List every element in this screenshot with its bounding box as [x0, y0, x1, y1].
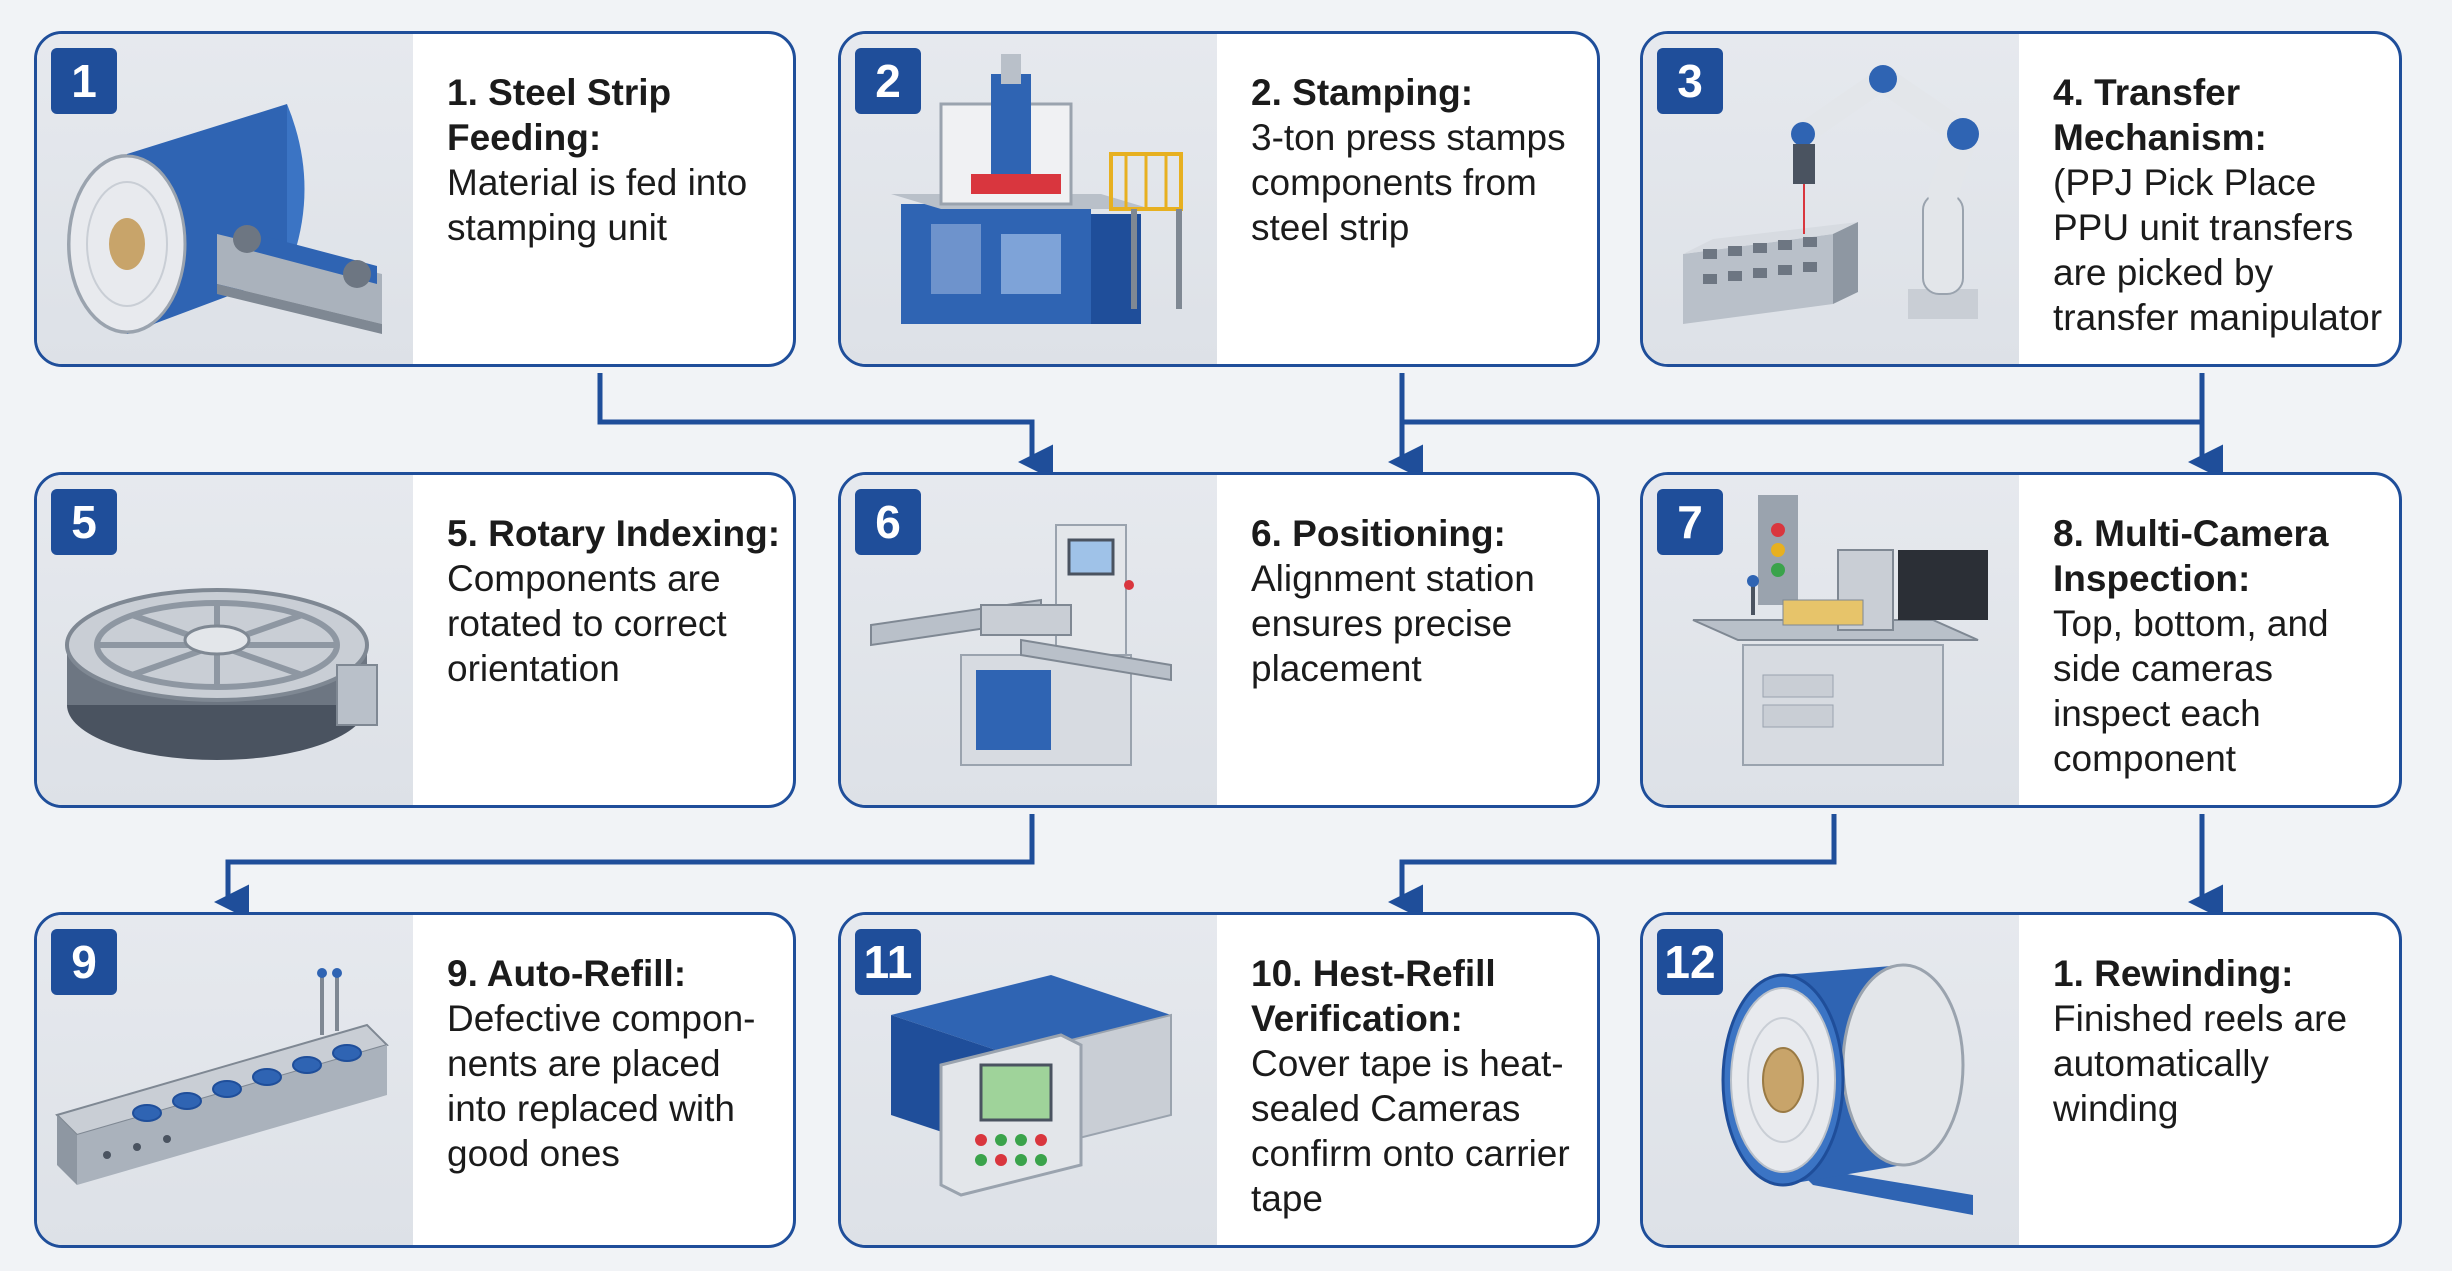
step-title: 2. Stamping: [1251, 72, 1474, 113]
step-number-badge: 5 [51, 489, 117, 555]
step-number-badge: 1 [51, 48, 117, 114]
step-number-badge: 7 [1657, 489, 1723, 555]
step-card-2: 2 2. Stamping: 3-ton press stamps compon… [838, 31, 1600, 367]
step-title: 6. Positioning: [1251, 513, 1506, 554]
step-description: Material is fed into stamping unit [447, 162, 748, 248]
step-text: 1. Rewinding: Finished reels are automat… [2053, 951, 2391, 1131]
step-text: 10. Hest-Refill Verification: Cover tape… [1251, 951, 1589, 1221]
step-description: Top, bottom, and side cameras inspect ea… [2053, 603, 2329, 779]
arrow-2-to-7 [1402, 419, 2223, 480]
step-description: 3-ton press stamps components from steel… [1251, 117, 1566, 248]
arrow-7-to-11 [1388, 814, 1837, 920]
step-text: 4. Transfer Mechanism: (PPJ Pick Place P… [2053, 70, 2391, 340]
step-number-badge: 11 [855, 929, 921, 995]
step-text: 8. Multi-Camera Inspection: Top, bottom,… [2053, 511, 2391, 781]
step-card-9: 9 9. Auto-Refill: Defective compon-nents… [34, 912, 796, 1248]
step-title: 10. Hest-Refill Verification: [1251, 953, 1496, 1039]
step-card-7: 7 8. Multi-Camera Inspection: Top, botto… [1640, 472, 2402, 808]
step-card-3: 3 4. Transfer Mechanism: (PPJ Pick Place… [1640, 31, 2402, 367]
step-card-5: 5 5. Rotary Indexing: Components are rot… [34, 472, 796, 808]
step-title: 1. Steel Strip Feeding: [447, 72, 672, 158]
step-card-1: 1 1. Steel Strip Feeding: Material is fe… [34, 31, 796, 367]
step-number-badge: 6 [855, 489, 921, 555]
step-title: 4. Transfer Mechanism: [2053, 72, 2267, 158]
step-card-12: 12 1. Rewinding: Finished reels are auto… [1640, 912, 2402, 1248]
step-text: 2. Stamping: 3-ton press stamps componen… [1251, 70, 1589, 250]
stamping-press-icon [841, 34, 1217, 364]
step-number-badge: 12 [1657, 929, 1723, 995]
step-description: Components are rotated to correct orient… [447, 558, 727, 689]
step-number-badge: 2 [855, 48, 921, 114]
step-title: 1. Rewinding: [2053, 953, 2294, 994]
step-card-6: 6 6. Positioning: Alignment station ensu… [838, 472, 1600, 808]
step-title: 8. Multi-Camera Inspection: [2053, 513, 2329, 599]
step-description: Alignment station ensures precise placem… [1251, 558, 1535, 689]
step-number-badge: 3 [1657, 48, 1723, 114]
step-card-11: 11 10. Hest-Refill Verification: Cover t… [838, 912, 1600, 1248]
arrow-1-to-6 [597, 373, 1053, 480]
step-text: 5. Rotary Indexing: Components are rotat… [447, 511, 785, 691]
step-text: 6. Positioning: Alignment station ensure… [1251, 511, 1589, 691]
rotary-table-icon [37, 475, 413, 805]
step-text: 1. Steel Strip Feeding: Material is fed … [447, 70, 785, 250]
steel-coil-feeder-icon [37, 34, 413, 364]
step-number-badge: 9 [51, 929, 117, 995]
step-text: 9. Auto-Refill: Defective compon-nents a… [447, 951, 785, 1176]
step-description: (PPJ Pick Place PPU unit transfers are p… [2053, 162, 2383, 338]
step-description: Finished reels are automatically winding [2053, 998, 2348, 1129]
step-description: Cover tape is heat-sealed Cameras confir… [1251, 1043, 1570, 1219]
step-description: Defective compon-nents are placed into r… [447, 998, 756, 1174]
step-title: 9. Auto-Refill: [447, 953, 687, 994]
arrow-6-to-9 [214, 814, 1035, 920]
step-title: 5. Rotary Indexing: [447, 513, 781, 554]
